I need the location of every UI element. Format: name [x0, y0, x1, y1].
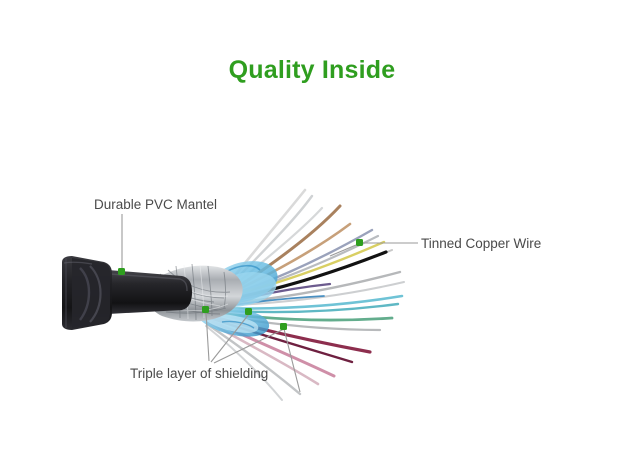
callout-leaders: [121, 214, 418, 393]
pvc-jacket: [108, 270, 192, 314]
leader-tinned-copper-wire-tail: [329, 244, 357, 257]
page-title: Quality Inside: [228, 56, 396, 84]
marker-tinned-copper-wire: [356, 239, 363, 246]
leader-shield-c: [213, 328, 285, 364]
leader-shield-a: [205, 311, 210, 362]
marker-shield-1: [202, 306, 209, 313]
marker-durable-pvc-mantel: [118, 268, 125, 275]
leader-shield-d: [283, 328, 301, 393]
callout-markers: [118, 239, 363, 330]
leader-shield-b: [210, 313, 250, 363]
callout-label-durable-pvc-mantel: Durable PVC Mantel: [94, 197, 218, 212]
marker-shield-2: [245, 308, 252, 315]
marker-shield-3: [280, 323, 287, 330]
callout-label-triple-layer-of-shielding: Triple layer of shielding: [130, 366, 269, 381]
connector-boot: [62, 256, 112, 330]
callout-label-tinned-copper-wire: Tinned Copper Wire: [421, 236, 542, 251]
